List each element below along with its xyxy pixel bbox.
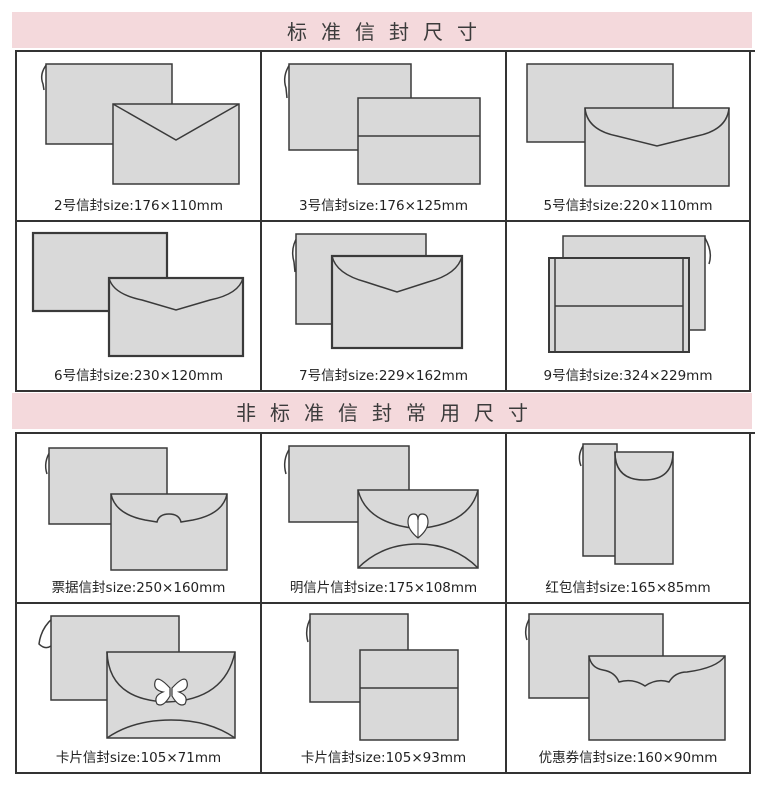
standard-section-title: 标准信封尺寸 [12, 12, 752, 48]
envelope-card[interactable]: 3号信封size:176×125mm [262, 52, 507, 222]
envelope-size-label: 优惠券信封size:160×90mm [538, 750, 718, 766]
envelope-no2-illustration [40, 63, 240, 185]
envelope-card[interactable]: 明信片信封size:175×108mm [262, 434, 507, 604]
envelope-card[interactable]: 9号信封size:324×229mm [507, 222, 751, 392]
ticket-envelope-illustration [44, 447, 228, 571]
envelope-card[interactable]: 2号信封size:176×110mm [17, 52, 262, 222]
envelope-card[interactable]: 6号信封size:230×120mm [17, 222, 262, 392]
envelope-size-label: 7号信封size:229×162mm [299, 368, 468, 384]
envelope-no9-illustration [548, 235, 712, 353]
envelope-card[interactable]: 优惠券信封size:160×90mm [507, 604, 751, 774]
envelope-size-label: 9号信封size:324×229mm [543, 368, 713, 384]
envelope-no7-illustration [291, 233, 464, 350]
envelope-card[interactable]: 7号信封size:229×162mm [262, 222, 507, 392]
envelope-size-label: 2号信封size:176×110mm [54, 198, 223, 214]
envelope-size-label: 卡片信封size:105×71mm [55, 750, 222, 766]
envelope-size-label: 明信片信封size:175×108mm [289, 580, 478, 596]
envelope-card[interactable]: 5号信封size:220×110mm [507, 52, 751, 222]
envelope-no5-illustration [526, 63, 730, 187]
envelope-card[interactable]: 卡片信封size:105×93mm [262, 604, 507, 774]
envelope-card[interactable]: 票据信封size:250×160mm [17, 434, 262, 604]
envelope-size-label: 5号信封size:220×110mm [543, 198, 713, 214]
red-packet-envelope-illustration [578, 443, 674, 565]
nonstandard-envelope-grid: 票据信封size:250×160mm 明信片信封size:175×108mm [15, 432, 755, 774]
envelope-size-label: 卡片信封size:105×93mm [300, 750, 467, 766]
envelope-size-label: 红包信封size:165×85mm [545, 580, 711, 596]
coupon-envelope-illustration [524, 613, 726, 741]
envelope-size-label: 票据信封size:250×160mm [51, 580, 226, 596]
card-envelope-illustration [305, 613, 459, 741]
envelope-card[interactable]: 卡片信封size:105×71mm [17, 604, 262, 774]
envelope-card[interactable]: 红包信封size:165×85mm [507, 434, 751, 604]
envelope-size-label: 6号信封size:230×120mm [54, 368, 223, 384]
nonstandard-section-title: 非标准信封常用尺寸 [12, 393, 752, 429]
envelope-size-label: 3号信封size:176×125mm [299, 198, 468, 214]
envelope-no3-illustration [283, 63, 481, 185]
postcard-envelope-illustration [283, 445, 479, 569]
standard-envelope-grid: 2号信封size:176×110mm 3号信封size:176×125mm 5号… [15, 50, 755, 392]
envelope-no6-illustration [31, 231, 245, 358]
card-envelope-butterfly-illustration [38, 615, 236, 739]
